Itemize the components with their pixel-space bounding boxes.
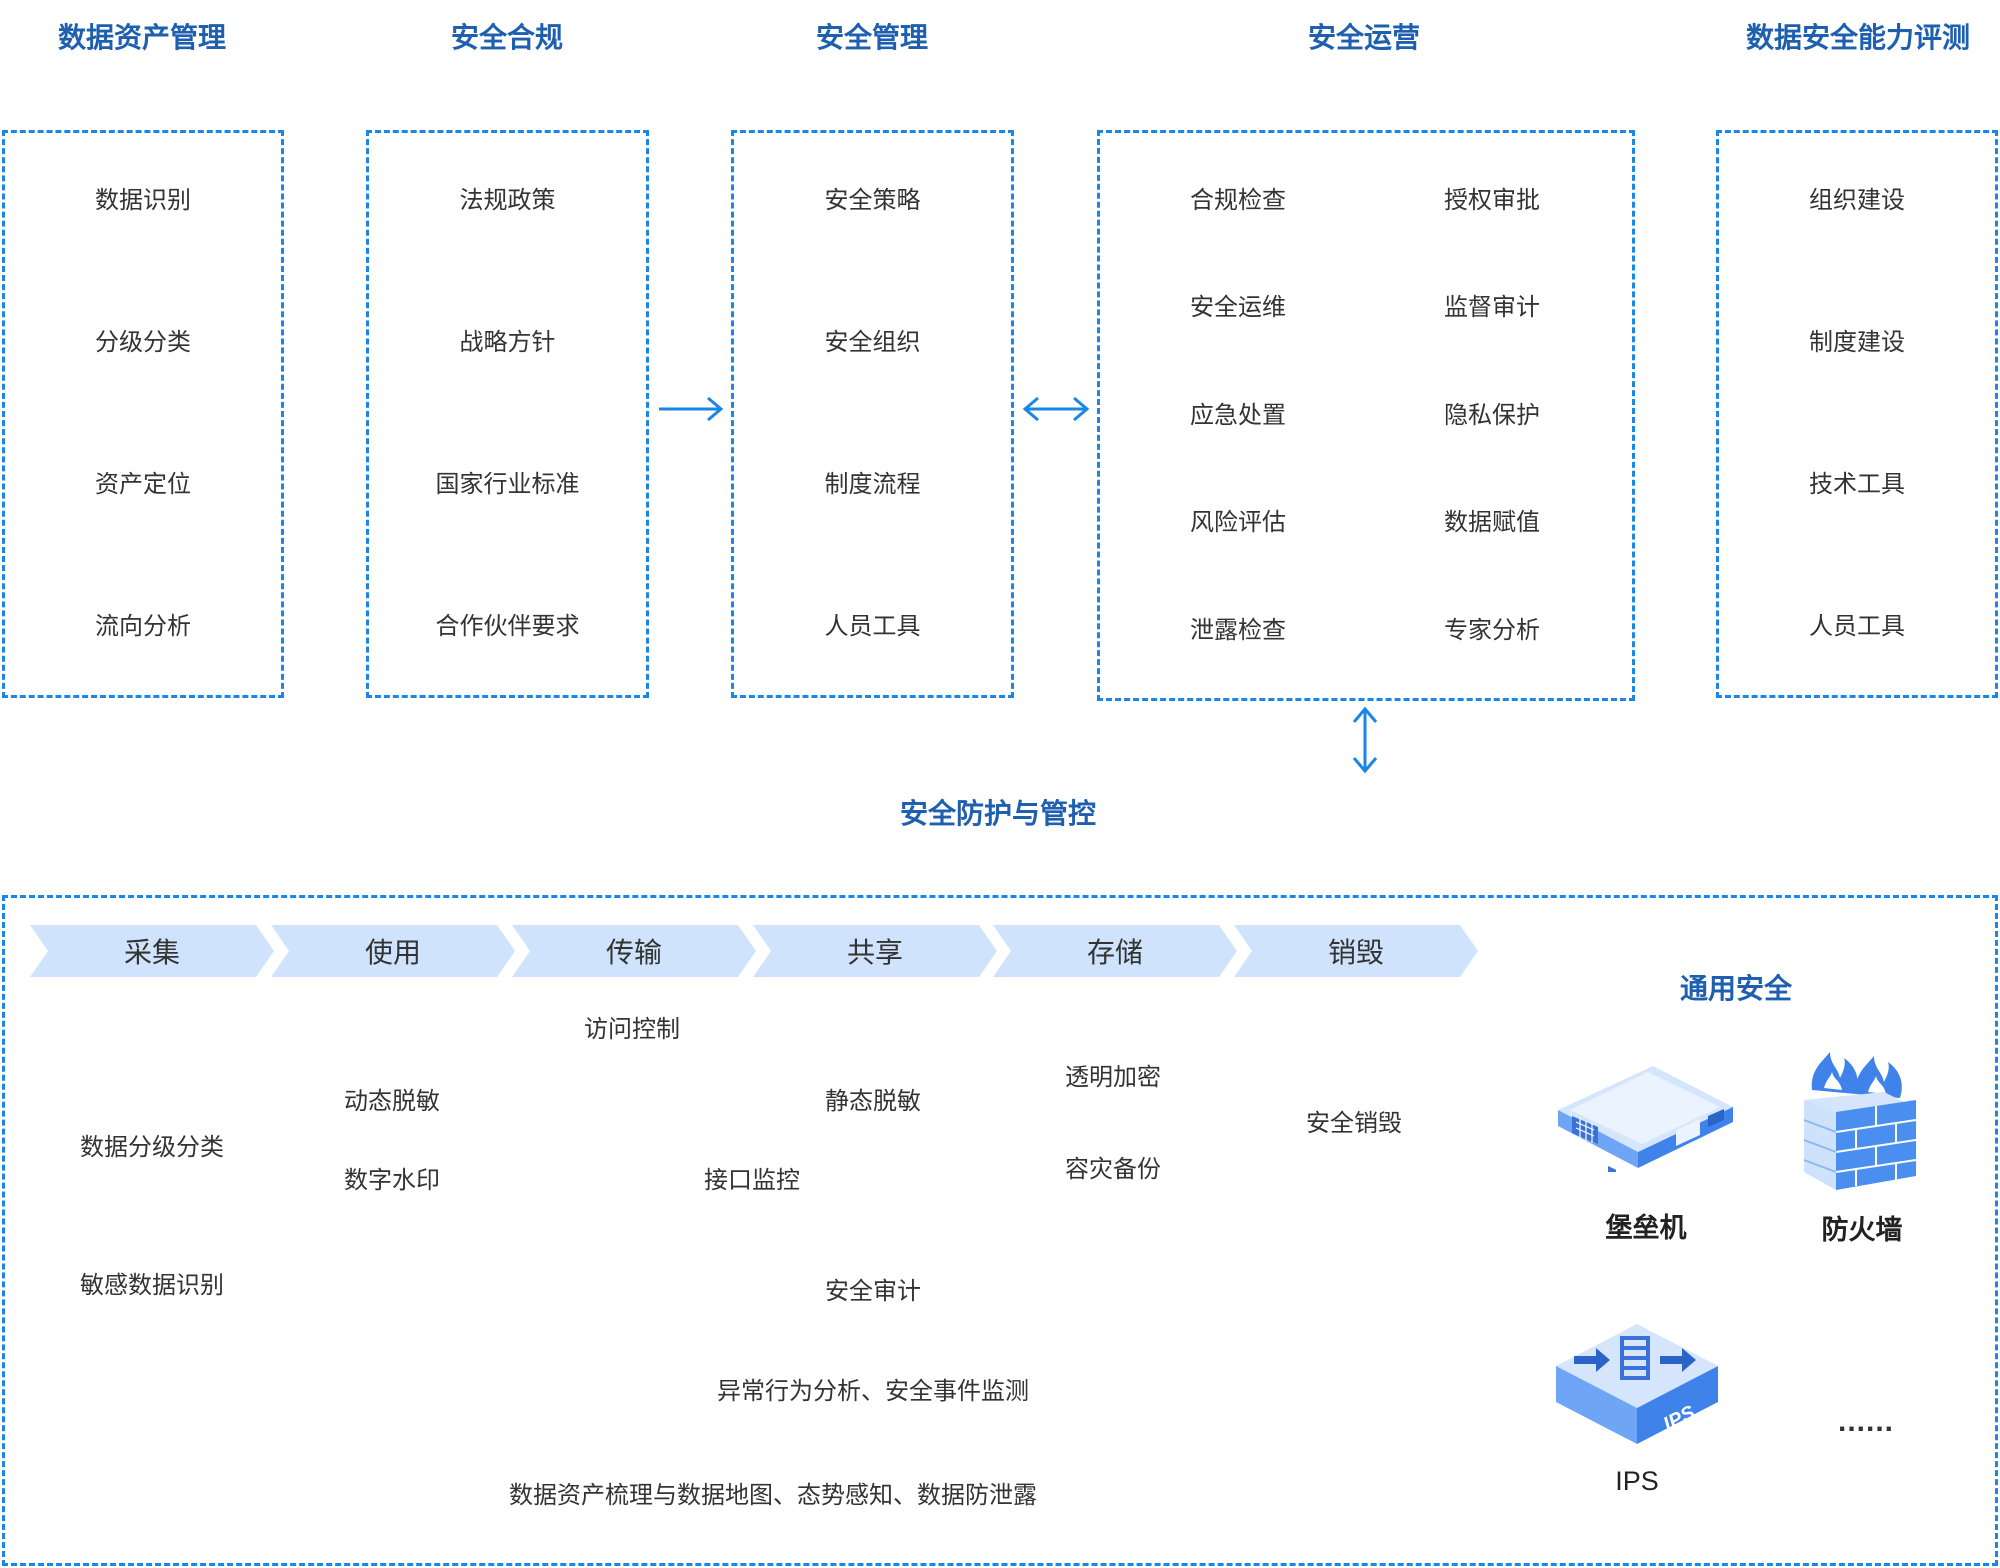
list-item: 资产定位 [95, 471, 191, 498]
list-item: 应急处置 [1190, 402, 1286, 429]
capability-anomaly: 异常行为分析、安全事件监测 [717, 1378, 1029, 1405]
list-item: 泄露检查 [1190, 617, 1286, 644]
capability-assessment-box: 组织建设 制度建设 技术工具 人员工具 [1716, 130, 1998, 698]
capability-dynamic-mask: 动态脱敏 [344, 1088, 440, 1115]
list-item: 数据识别 [95, 187, 191, 214]
list-item: 人员工具 [1809, 613, 1905, 640]
capability-api-monitor: 接口监控 [704, 1167, 800, 1194]
list-item: 组织建设 [1809, 187, 1905, 214]
list-item: 分级分类 [95, 329, 191, 356]
column-title-security-management: 安全管理 [815, 22, 928, 53]
ips-icon: IPS [1556, 1324, 1718, 1444]
list-item: 数据赋值 [1444, 509, 1540, 536]
list-item: 安全运维 [1190, 294, 1286, 321]
double-arrow-vertical-icon [1352, 706, 1378, 774]
list-item: 法规政策 [459, 187, 556, 214]
capability-sensitive-data: 敏感数据识别 [80, 1272, 224, 1299]
list-item: 合作伙伴要求 [435, 613, 580, 640]
list-item: 技术工具 [1809, 471, 1905, 498]
stage-destroy: 销毁 [1234, 925, 1478, 977]
list-item: 安全策略 [824, 187, 921, 214]
column-title-capability-assessment: 数据安全能力评测 [1745, 22, 1970, 53]
list-item: 战略方针 [459, 329, 556, 356]
bastion-host-label: 堡垒机 [1605, 1213, 1687, 1243]
firewall-icon [1803, 1052, 1917, 1190]
capability-static-mask: 静态脱敏 [825, 1088, 921, 1115]
stage-store: 存储 [993, 925, 1237, 977]
capability-asset-map: 数据资产梳理与数据地图、态势感知、数据防泄露 [509, 1482, 1037, 1509]
firewall-label: 防火墙 [1821, 1215, 1903, 1245]
more-ellipsis: ...... [1837, 1405, 1894, 1438]
list-item: 合规检查 [1190, 187, 1286, 214]
compliance-box: 法规政策 战略方针 国家行业标准 合作伙伴要求 [366, 130, 649, 698]
right-arrow-icon [659, 396, 724, 422]
list-item: 专家分析 [1444, 617, 1540, 644]
stage-collect: 采集 [30, 925, 274, 977]
security-management-box: 安全策略 安全组织 制度流程 人员工具 [731, 130, 1014, 698]
list-item: 授权审批 [1444, 187, 1540, 214]
column-title-compliance: 安全合规 [450, 22, 563, 53]
list-item: 国家行业标准 [435, 471, 580, 498]
capability-secure-destroy: 安全销毁 [1306, 1110, 1402, 1137]
list-item: 制度流程 [824, 471, 921, 498]
capability-encrypt: 透明加密 [1065, 1064, 1161, 1091]
list-item: 安全组织 [824, 329, 921, 356]
asset-management-box: 数据识别 分级分类 资产定位 流向分析 [2, 130, 284, 698]
list-item: 流向分析 [95, 613, 191, 640]
security-operations-box: 合规检查 安全运维 应急处置 风险评估 泄露检查 授权审批 监督审计 隐私保护 … [1097, 130, 1635, 701]
capability-access-control: 访问控制 [584, 1016, 680, 1043]
column-title-asset-management: 数据资产管理 [57, 22, 226, 53]
list-item: 隐私保护 [1444, 402, 1540, 429]
list-item: 人员工具 [824, 613, 921, 640]
double-arrow-horizontal-icon [1022, 396, 1090, 422]
capability-audit: 安全审计 [825, 1278, 921, 1305]
column-title-security-operations: 安全运营 [1307, 22, 1420, 53]
protection-section-title: 安全防护与管控 [899, 798, 1096, 829]
general-security-title: 通用安全 [1679, 973, 1792, 1004]
bastion-host-icon [1558, 1066, 1733, 1172]
capability-backup: 容灾备份 [1065, 1156, 1161, 1183]
stage-share: 共享 [753, 925, 997, 977]
list-item: 风险评估 [1190, 509, 1286, 536]
list-item: 监督审计 [1444, 294, 1540, 321]
capability-watermark: 数字水印 [344, 1167, 440, 1194]
protection-box [2, 895, 1998, 1566]
ips-label: IPS [1615, 1466, 1659, 1496]
stage-transmit: 传输 [512, 925, 756, 977]
capability-classify: 数据分级分类 [80, 1134, 224, 1161]
list-item: 制度建设 [1809, 329, 1905, 356]
stage-use: 使用 [271, 925, 515, 977]
